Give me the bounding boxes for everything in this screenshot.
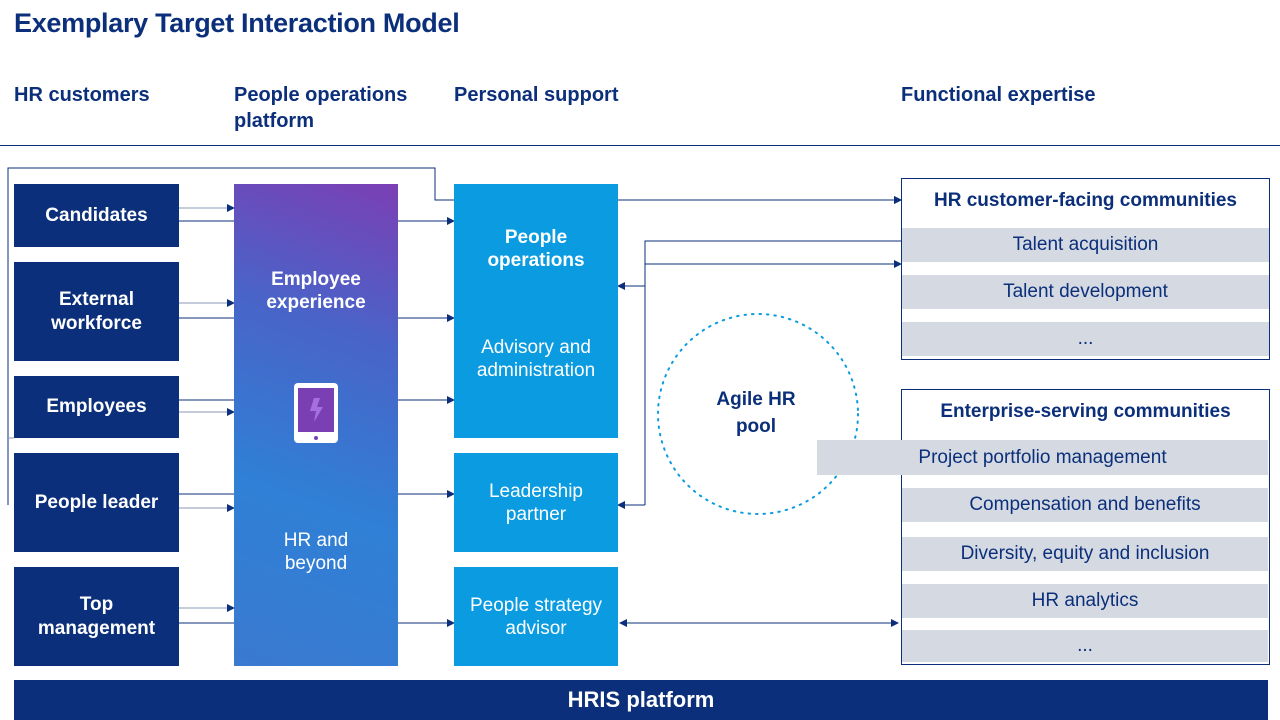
list-item: Diversity, equity and inclusion bbox=[902, 537, 1268, 571]
enterprise-title: Enterprise-serving communities bbox=[940, 401, 1231, 422]
enterprise-communities-panel: Enterprise-serving communities bbox=[901, 389, 1270, 665]
list-item: ... bbox=[902, 322, 1269, 356]
agile-hr-pool-label: Agile HR pool bbox=[716, 389, 796, 437]
list-item: Talent acquisition bbox=[902, 228, 1269, 262]
customer-employees: Employees bbox=[14, 376, 179, 438]
list-item: Project portfolio management bbox=[817, 440, 1268, 475]
page-title: Exemplary Target Interaction Model bbox=[14, 8, 460, 38]
people-operations-title: People operations bbox=[487, 227, 585, 271]
customer-external-workforce: External workforce bbox=[14, 262, 179, 361]
customer-candidates: Candidates bbox=[14, 184, 179, 247]
agile-pool-circle bbox=[657, 313, 859, 515]
customer-people-leader: People leader bbox=[14, 453, 179, 552]
employee-experience-platform: Employee experience HR and beyond bbox=[234, 184, 398, 666]
header-divider bbox=[0, 145, 1280, 146]
leadership-partner-box: Leadership partner bbox=[454, 453, 618, 552]
list-item: Compensation and benefits bbox=[902, 488, 1268, 522]
customer-facing-title: HR customer-facing communities bbox=[934, 190, 1237, 211]
list-item: Talent development bbox=[902, 275, 1269, 309]
people-operations-subtitle: Advisory and administration bbox=[476, 337, 596, 381]
column-header-functional-expertise: Functional expertise bbox=[901, 84, 1096, 106]
column-header-platform: People operations platform bbox=[234, 84, 408, 132]
people-strategy-advisor-box: People strategy advisor bbox=[454, 567, 618, 666]
column-header-personal-support: Personal support bbox=[454, 84, 619, 106]
list-item: HR analytics bbox=[902, 584, 1268, 618]
people-operations-box: People operations Advisory and administr… bbox=[454, 184, 618, 438]
platform-subtitle: HR and beyond bbox=[283, 530, 349, 574]
tablet-icon bbox=[293, 382, 339, 449]
list-item: ... bbox=[902, 630, 1268, 662]
platform-title: Employee experience bbox=[266, 269, 366, 313]
column-header-hr-customers: HR customers bbox=[14, 84, 150, 106]
customer-top-management: Top management bbox=[14, 567, 179, 666]
hris-platform-bar: HRIS platform bbox=[14, 680, 1268, 720]
customer-facing-communities-panel: HR customer-facing communities Talent ac… bbox=[901, 178, 1270, 360]
